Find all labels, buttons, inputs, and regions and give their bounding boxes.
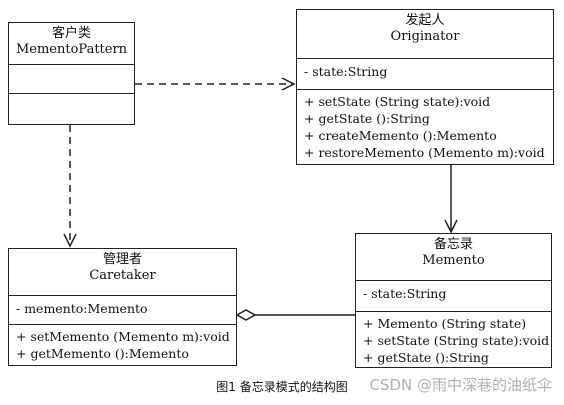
attribute: - state:String (363, 286, 447, 301)
class-client-header: 客户类 MementoPattern (9, 23, 134, 64)
watermark: CSDN @雨中深巷的油纸伞 (369, 376, 552, 394)
class-caretaker-name-cn: 管理者 (102, 252, 142, 267)
dependency-client-caretaker (63, 125, 77, 248)
operation: + Memento (String state) (363, 316, 527, 331)
class-memento-attributes: - state:String (356, 280, 551, 311)
class-client-name-cn: 客户类 (51, 26, 91, 41)
association-originator-memento (444, 165, 458, 234)
class-caretaker-name-en: Caretaker (89, 268, 156, 283)
dependency-client-originator (135, 77, 296, 91)
class-originator-attributes: - state:String (297, 58, 553, 89)
operation: + setState (String state):void (363, 333, 550, 348)
attribute: - state:String (304, 64, 388, 79)
operation: + restoreMemento (Memento m):void (304, 145, 545, 160)
operation: + getState ():String (363, 350, 489, 365)
attribute: - memento:Memento (16, 301, 148, 316)
figure-caption: 图1 备忘录模式的结构图 (216, 380, 348, 394)
class-originator: 发起人 Originator - state:String + setState… (296, 9, 554, 165)
class-caretaker-header: 管理者 Caretaker (9, 249, 236, 295)
class-client-attributes (9, 64, 134, 93)
operation: + getState ():String (304, 111, 430, 126)
class-memento-header: 备忘录 Memento (356, 234, 551, 280)
class-caretaker-operations: + setMemento (Memento m):void + getMemen… (9, 324, 236, 362)
class-originator-operations: + setState (String state):void + getStat… (297, 89, 553, 161)
class-caretaker: 管理者 Caretaker - memento:Memento + setMem… (8, 248, 237, 366)
class-client-operations (9, 93, 134, 94)
class-originator-name-en: Originator (390, 29, 460, 44)
class-memento-name-en: Memento (422, 253, 485, 268)
class-memento-operations: + Memento (String state) + setState (Str… (356, 311, 551, 366)
class-client: 客户类 MementoPattern (8, 22, 135, 125)
operation: + setState (String state):void (304, 94, 491, 109)
class-client-name-en: MementoPattern (15, 42, 128, 57)
class-originator-name-cn: 发起人 (405, 13, 445, 28)
class-caretaker-attributes: - memento:Memento (9, 295, 236, 324)
operation: + setMemento (Memento m):void (16, 329, 230, 344)
class-originator-header: 发起人 Originator (297, 10, 553, 58)
aggregation-caretaker-memento (235, 309, 355, 321)
class-memento: 备忘录 Memento - state:String + Memento (St… (355, 233, 552, 368)
operation: + getMemento ():Memento (16, 346, 189, 361)
operation: + createMemento ():Memento (304, 128, 497, 143)
class-memento-name-cn: 备忘录 (433, 237, 473, 252)
